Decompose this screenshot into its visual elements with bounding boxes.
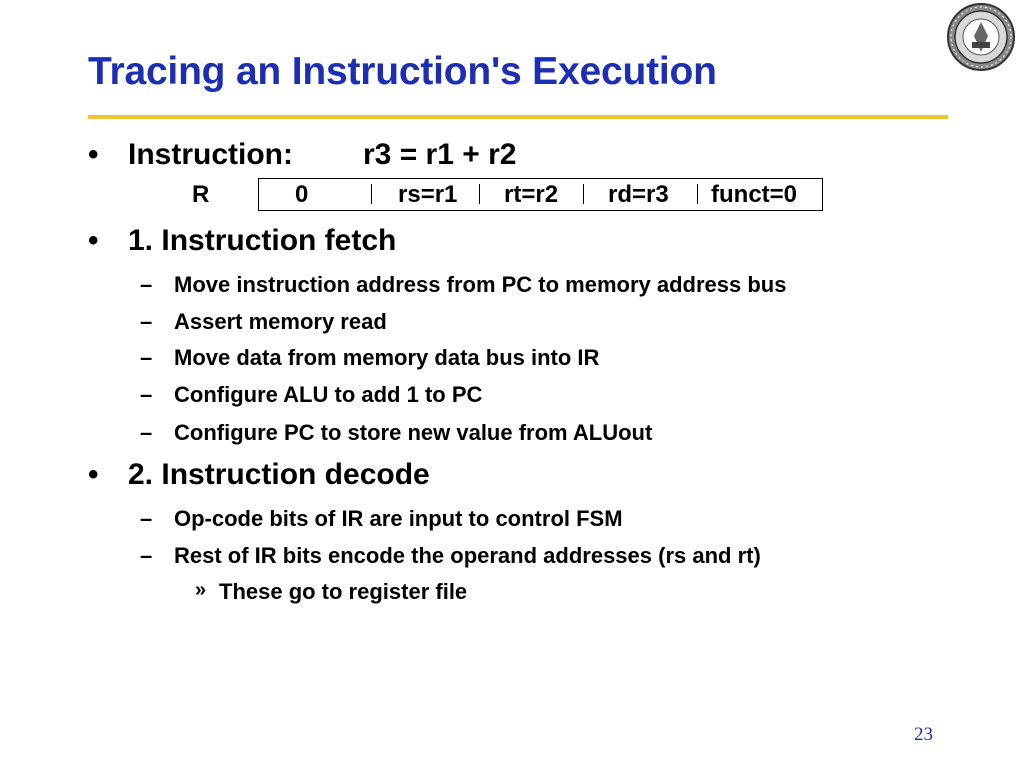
field-rt: rt=r2 — [504, 181, 559, 208]
field-separator — [697, 184, 698, 204]
raquo-marker: » — [195, 579, 207, 601]
r-format-label: R — [192, 181, 210, 208]
bullet-text: 1. Instruction fetch — [128, 224, 397, 257]
list-item-text: Rest of IR bits encode the operand addre… — [174, 543, 761, 568]
bullet-marker: • — [88, 224, 99, 257]
dash-marker: – — [140, 543, 153, 568]
slide-title: Tracing an Instruction's Execution — [88, 50, 717, 93]
page-number: 23 — [914, 724, 933, 745]
dash-marker: – — [140, 345, 153, 370]
title-underline — [88, 115, 948, 119]
r-format-box: 0 rs=r1 rt=r2 rd=r3 funct=0 — [258, 178, 823, 211]
list-item-text: Move instruction address from PC to memo… — [174, 272, 787, 297]
bullet-marker: • — [88, 458, 99, 491]
field-separator — [583, 184, 584, 204]
dash-marker: – — [140, 382, 153, 407]
field-rs: rs=r1 — [398, 181, 458, 208]
bullet-text: 2. Instruction decode — [128, 458, 430, 491]
field-opcode: 0 — [295, 181, 309, 208]
sub-list-item-text: These go to register file — [219, 579, 468, 604]
instruction-value: r3 = r1 + r2 — [363, 138, 517, 171]
bullet-marker: • — [88, 138, 99, 171]
dash-marker: – — [140, 506, 153, 531]
instruction-label: Instruction: — [128, 138, 293, 171]
field-separator — [479, 184, 480, 204]
list-item-text: Configure ALU to add 1 to PC — [174, 382, 483, 407]
dash-marker: – — [140, 309, 153, 334]
list-item-text: Move data from memory data bus into IR — [174, 345, 600, 370]
dash-marker: – — [140, 420, 153, 445]
list-item-text: Configure PC to store new value from ALU… — [174, 420, 653, 445]
list-item-text: Op-code bits of IR are input to control … — [174, 506, 623, 531]
list-item-text: Assert memory read — [174, 309, 387, 334]
field-rd: rd=r3 — [608, 181, 669, 208]
university-seal-icon — [947, 3, 1015, 71]
field-separator — [371, 184, 372, 204]
dash-marker: – — [140, 272, 153, 297]
field-funct: funct=0 — [711, 181, 798, 208]
